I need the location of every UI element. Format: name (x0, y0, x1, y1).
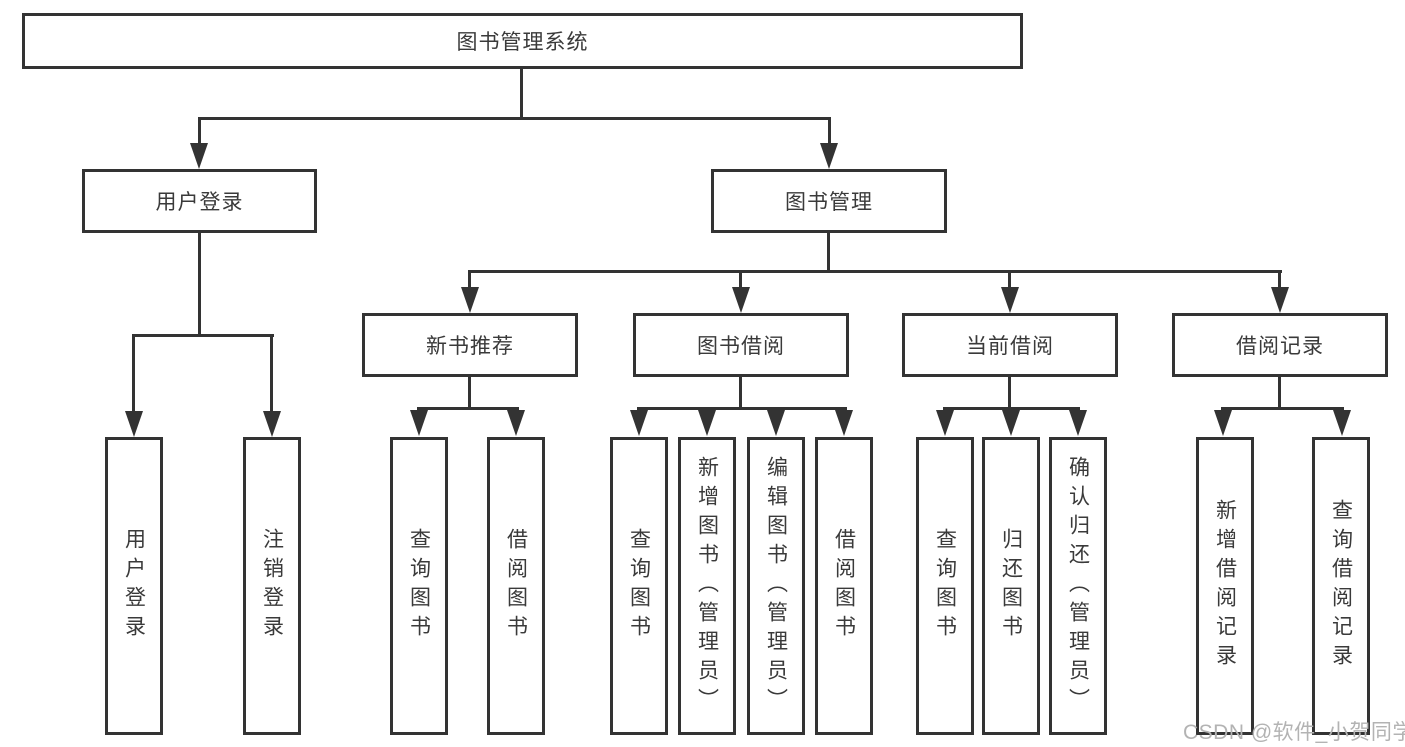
node-label: 借阅记录 (1236, 335, 1324, 358)
node-current-borrow: 当前借阅 (902, 313, 1118, 377)
connector-borrow-record-bar (1221, 407, 1344, 410)
node-borrow-record: 借阅记录 (1172, 313, 1388, 377)
connector-drop-new-book (468, 270, 471, 288)
connector-user-login-bar (132, 334, 274, 337)
leaf-label: 借阅图书 (504, 528, 528, 644)
node-library-management-system: 图书管理系统 (22, 13, 1023, 69)
arrowhead-down (263, 411, 281, 437)
node-label: 图书管理系统 (456, 31, 589, 54)
arrowhead-down (767, 410, 785, 436)
node-book-management: 图书管理 (711, 169, 947, 233)
connector-book-borrow-bar (637, 407, 847, 410)
connector-book-management-bar (468, 270, 1282, 273)
arrowhead-down (461, 287, 479, 313)
leaf-label: 注销登录 (260, 528, 284, 644)
connector-current-borrow-bar (943, 407, 1080, 410)
arrowhead-down (190, 143, 208, 169)
leaf-label: 借阅图书 (832, 528, 856, 644)
leaf-edit-book-admin: 编辑图书（管理员） (747, 437, 805, 735)
connector-user-login-stem (198, 233, 201, 337)
leaf-label: 查询图书 (627, 528, 651, 644)
leaf-return-book: 归还图书 (982, 437, 1040, 735)
leaf-logout: 注销登录 (243, 437, 301, 735)
arrowhead-down (820, 143, 838, 169)
connector-drop-user-login (198, 117, 201, 145)
connector-borrow-record-stem (1278, 377, 1281, 410)
arrowhead-down (507, 410, 525, 436)
leaf-label: 查询借阅记录 (1329, 499, 1353, 673)
leaf-label: 确认归还（管理员） (1066, 455, 1090, 717)
arrowhead-down (410, 410, 428, 436)
arrowhead-down (936, 410, 954, 436)
connector-book-management-stem (827, 233, 830, 273)
arrowhead-down (630, 410, 648, 436)
leaf-label: 查询图书 (933, 528, 957, 644)
leaf-query-book-recommend: 查询图书 (390, 437, 448, 735)
connector-drop-borrow-record (1278, 270, 1281, 288)
leaf-borrow-book-recommend: 借阅图书 (487, 437, 545, 735)
leaf-label: 用户登录 (122, 528, 146, 644)
connector-drop-current-borrow (1008, 270, 1011, 288)
node-new-book-recommend: 新书推荐 (362, 313, 578, 377)
node-user-login: 用户登录 (82, 169, 317, 233)
leaf-label: 编辑图书（管理员） (764, 455, 788, 717)
arrowhead-down (835, 410, 853, 436)
leaf-label: 新增借阅记录 (1213, 499, 1237, 673)
leaf-query-book-borrow: 查询图书 (610, 437, 668, 735)
connector-root-stem (520, 68, 523, 118)
connector-current-borrow-stem (1008, 377, 1011, 410)
connector-new-book-bar (417, 407, 519, 410)
node-label: 新书推荐 (426, 335, 514, 358)
leaf-label: 新增图书（管理员） (695, 455, 719, 717)
arrowhead-down (1002, 410, 1020, 436)
arrowhead-down (1214, 410, 1232, 436)
node-label: 当前借阅 (966, 335, 1054, 358)
arrowhead-down (1271, 287, 1289, 313)
connector-drop-book-borrow (739, 270, 742, 288)
connector-book-borrow-stem (739, 377, 742, 410)
arrowhead-down (698, 410, 716, 436)
connector-root-bar (198, 117, 831, 120)
leaf-query-book-current: 查询图书 (916, 437, 974, 735)
arrowhead-down (1333, 410, 1351, 436)
arrowhead-down (732, 287, 750, 313)
csdn-watermark: CSDN @软件_小贺同学 (1183, 721, 1405, 744)
leaf-confirm-return-admin: 确认归还（管理员） (1049, 437, 1107, 735)
leaf-query-borrow-record: 查询借阅记录 (1312, 437, 1370, 735)
leaf-add-book-admin: 新增图书（管理员） (678, 437, 736, 735)
connector-drop-book-management (828, 117, 831, 145)
arrowhead-down (125, 411, 143, 437)
leaf-label: 查询图书 (407, 528, 431, 644)
leaf-borrow-book: 借阅图书 (815, 437, 873, 735)
connector-drop-leaf-logout (270, 334, 273, 412)
node-book-borrow: 图书借阅 (633, 313, 849, 377)
connector-new-book-stem (468, 377, 471, 410)
leaf-user-login: 用户登录 (105, 437, 163, 735)
node-label: 图书借阅 (697, 335, 785, 358)
node-label: 用户登录 (155, 191, 244, 214)
node-label: 图书管理 (785, 191, 873, 214)
connector-drop-leaf-login (132, 334, 135, 412)
leaf-add-borrow-record: 新增借阅记录 (1196, 437, 1254, 735)
leaf-label: 归还图书 (999, 528, 1023, 644)
arrowhead-down (1069, 410, 1087, 436)
arrowhead-down (1001, 287, 1019, 313)
